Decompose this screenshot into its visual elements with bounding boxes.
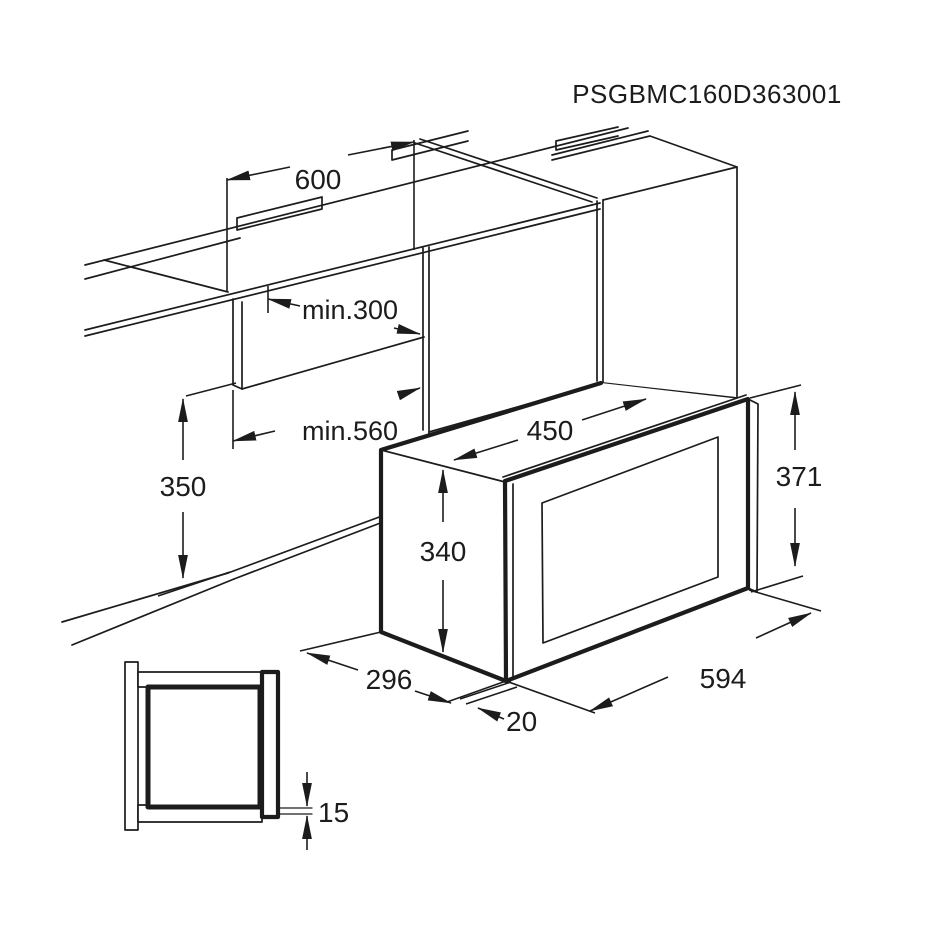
dim-oven-width: 450 — [453, 398, 647, 461]
dim-label-niche-inner-width: min.560 — [302, 416, 398, 446]
drawing-code-title: PSGBMC160D363001 — [572, 79, 842, 109]
cabinet-row-outline — [84, 127, 629, 337]
dim-trim-thickness: 15 — [302, 772, 349, 850]
dim-niche-depth: min.300 — [267, 286, 421, 335]
dim-label-frame-width: 594 — [700, 663, 747, 694]
dim-label-trim-thickness: 15 — [318, 797, 349, 828]
dim-frame-width: 594 — [505, 589, 822, 714]
dim-niche-inner-width: min.560 — [232, 387, 421, 449]
dim-label-frame-overlap: 20 — [506, 706, 537, 737]
plan-detail-drawing — [124, 661, 313, 831]
dim-label-niche-width: 600 — [295, 164, 342, 195]
dim-oven-height: 340 — [420, 469, 467, 653]
dim-niche-height: 350 — [157, 382, 237, 597]
dim-label-niche-depth: min.300 — [302, 295, 398, 325]
dim-label-niche-height: 350 — [160, 471, 207, 502]
dim-frame-height: 371 — [749, 384, 823, 593]
dim-frame-overlap: 20 — [459, 681, 537, 737]
dim-niche-width: 600 — [226, 140, 415, 292]
dim-label-oven-depth: 296 — [366, 664, 413, 695]
dim-label-frame-height: 371 — [776, 461, 823, 492]
dim-oven-depth: 296 — [299, 631, 507, 704]
dim-label-oven-height: 340 — [420, 536, 467, 567]
dim-label-oven-width: 450 — [527, 415, 574, 446]
microwave-front-frame — [502, 396, 759, 684]
niche-opening — [232, 246, 430, 435]
right-cabinet — [414, 126, 738, 399]
countertop-lines — [61, 515, 384, 646]
